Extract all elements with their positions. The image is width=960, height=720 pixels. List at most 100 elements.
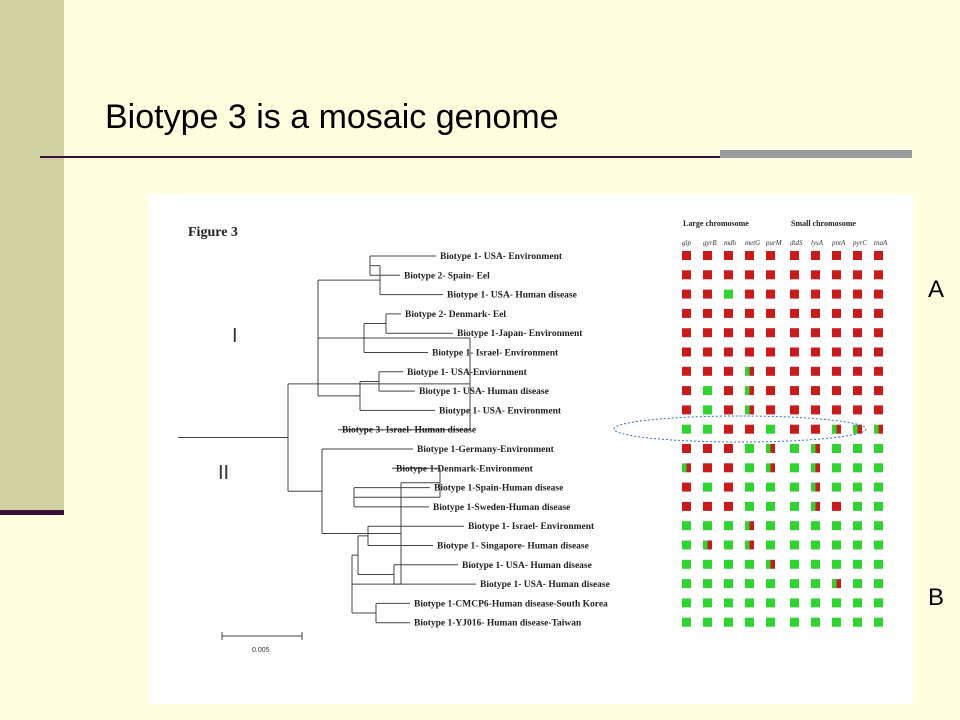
allele-cell bbox=[703, 347, 712, 357]
allele-cell bbox=[682, 482, 691, 492]
allele-cell bbox=[724, 482, 733, 492]
allele-cell bbox=[874, 308, 883, 318]
allele-cell bbox=[766, 251, 775, 260]
allele-cell-left bbox=[811, 463, 816, 473]
allele-cell bbox=[811, 386, 820, 396]
allele-cell bbox=[724, 617, 733, 627]
clade-ii-label: II bbox=[218, 462, 229, 484]
allele-cell bbox=[790, 521, 799, 531]
allele-cell bbox=[853, 444, 862, 453]
allele-cell bbox=[682, 366, 691, 376]
gene-label: metG bbox=[745, 239, 760, 247]
allele-cell-right bbox=[749, 540, 754, 550]
allele-cell bbox=[811, 270, 820, 280]
sidebar-foot-accent bbox=[0, 510, 64, 515]
gene-label: glp bbox=[682, 239, 691, 247]
allele-cell bbox=[874, 521, 883, 531]
taxon-label: Biotype 1- USA-Enviornment bbox=[407, 368, 528, 378]
allele-cell bbox=[790, 424, 799, 434]
allele-cell bbox=[832, 347, 841, 357]
allele-cell bbox=[703, 424, 712, 434]
allele-cell bbox=[790, 579, 799, 589]
allele-cell bbox=[745, 347, 754, 357]
allele-cell bbox=[724, 270, 733, 280]
allele-cell bbox=[874, 559, 883, 569]
allele-matrix bbox=[682, 251, 883, 627]
allele-cell bbox=[766, 617, 775, 627]
allele-cell-left bbox=[832, 424, 837, 434]
allele-cell bbox=[811, 424, 820, 434]
allele-cell bbox=[790, 598, 799, 608]
allele-cell-right bbox=[815, 482, 820, 492]
allele-cell bbox=[682, 328, 691, 338]
allele-cell bbox=[853, 521, 862, 531]
allele-cell bbox=[853, 579, 862, 589]
taxon-label: Biotype 1-CMCP6-Human disease-South Kore… bbox=[414, 599, 608, 609]
allele-cell bbox=[724, 501, 733, 511]
allele-cell bbox=[874, 328, 883, 338]
allele-cell bbox=[853, 289, 862, 299]
taxon-label: Biotype 1- USA- Human disease bbox=[480, 580, 610, 590]
taxon-label: Biotype 1- Israel- Environment bbox=[468, 522, 595, 532]
allele-cell bbox=[766, 540, 775, 550]
scale-bar: 0.005 bbox=[221, 632, 303, 654]
allele-cell bbox=[745, 328, 754, 338]
gene-label: tnaA bbox=[874, 239, 888, 247]
allele-cell bbox=[766, 521, 775, 531]
allele-cell bbox=[682, 598, 691, 608]
allele-cell bbox=[766, 328, 775, 338]
allele-cell bbox=[745, 270, 754, 280]
taxon-label: Biotype 1- USA- Human disease bbox=[419, 387, 549, 397]
label-a: A bbox=[928, 276, 945, 303]
allele-cell bbox=[724, 366, 733, 376]
allele-cell bbox=[703, 366, 712, 376]
allele-cell bbox=[724, 251, 733, 260]
allele-cell bbox=[811, 289, 820, 299]
gene-label: purM bbox=[765, 239, 783, 247]
figure-caption: Figure 3 bbox=[188, 225, 238, 240]
allele-cell bbox=[703, 501, 712, 511]
allele-cell bbox=[724, 424, 733, 434]
biotype3-highlight bbox=[613, 415, 867, 443]
allele-cell-left bbox=[832, 579, 837, 589]
allele-cell bbox=[703, 617, 712, 627]
allele-cell-right bbox=[770, 444, 775, 453]
allele-cell bbox=[703, 251, 712, 260]
allele-cell bbox=[682, 444, 691, 453]
allele-cell bbox=[766, 270, 775, 280]
allele-cell-right bbox=[749, 386, 754, 396]
allele-cell bbox=[790, 308, 799, 318]
taxon-label: Biotype 1- Singapore- Human disease bbox=[437, 542, 589, 552]
allele-cell bbox=[682, 617, 691, 627]
allele-cell bbox=[724, 444, 733, 453]
allele-cell bbox=[766, 289, 775, 299]
allele-cell-left bbox=[874, 424, 879, 434]
allele-cell bbox=[703, 598, 712, 608]
allele-cell-right bbox=[836, 579, 841, 589]
taxon-label: Biotype 1- USA- Environment bbox=[439, 406, 562, 416]
taxon-label: Biotype 3- Israel- Human disease bbox=[342, 426, 476, 436]
allele-cell bbox=[832, 289, 841, 299]
allele-cell-right bbox=[836, 424, 841, 434]
allele-cell bbox=[790, 270, 799, 280]
taxon-label: Biotype 2- Spain- Eel bbox=[404, 271, 490, 281]
allele-cell bbox=[745, 289, 754, 299]
allele-cell bbox=[832, 270, 841, 280]
allele-cell bbox=[874, 347, 883, 357]
allele-cell bbox=[682, 579, 691, 589]
allele-cell bbox=[745, 463, 754, 473]
allele-cell bbox=[724, 289, 733, 299]
allele-cell bbox=[811, 251, 820, 260]
allele-cell bbox=[874, 482, 883, 492]
allele-cell bbox=[832, 251, 841, 260]
allele-cell bbox=[832, 617, 841, 627]
small-chromosome-header: Small chromosome bbox=[791, 219, 856, 228]
allele-cell bbox=[724, 521, 733, 531]
phylogenetic-tree bbox=[178, 255, 476, 624]
allele-cell bbox=[790, 501, 799, 511]
allele-cell bbox=[682, 521, 691, 531]
allele-cell-left bbox=[682, 463, 687, 473]
allele-cell bbox=[874, 598, 883, 608]
allele-cell bbox=[874, 366, 883, 376]
allele-cell-left bbox=[766, 463, 771, 473]
